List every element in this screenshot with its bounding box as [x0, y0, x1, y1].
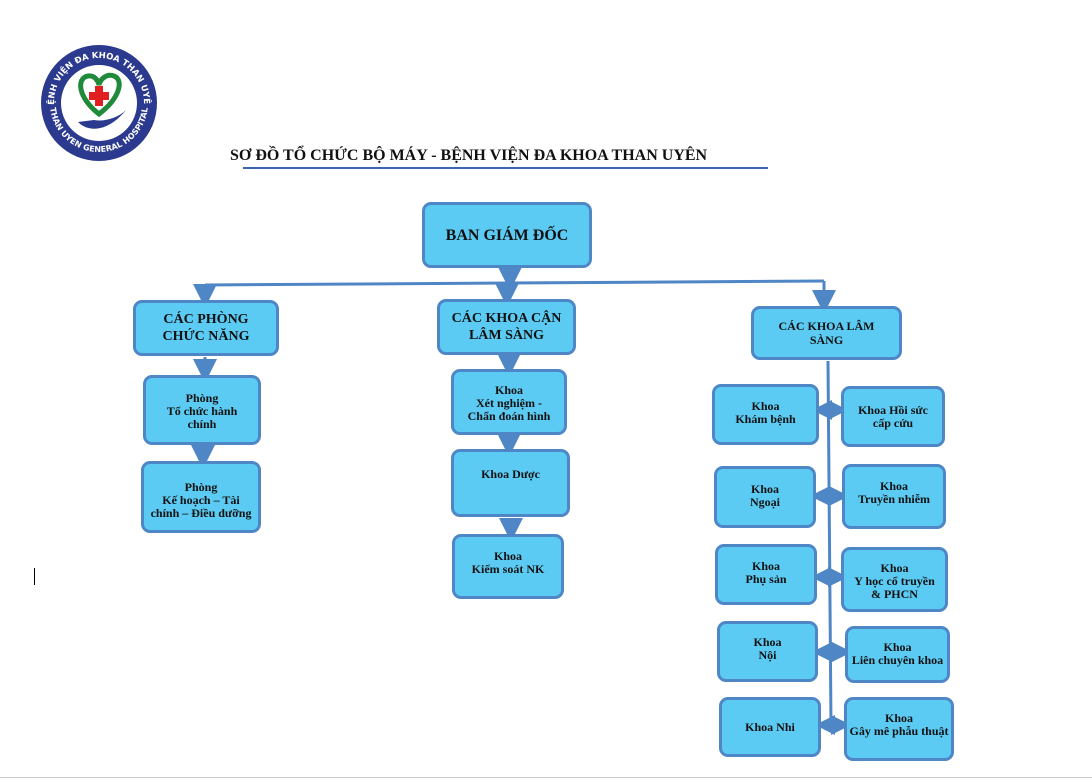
- node-phong-tchc: Phòng Tổ chức hành chính: [143, 375, 261, 445]
- page-divider: [0, 777, 1092, 778]
- node-cac-khoa-can-lam-sang: CÁC KHOA CẬN LÂM SÀNG: [437, 299, 576, 355]
- node-ban-giam-doc: BAN GIÁM ĐỐC: [422, 202, 592, 268]
- node-khoa-hoi-suc-cap-cuu: Khoa Hồi sức cấp cứu: [841, 386, 945, 447]
- node-khoa-noi: Khoa Nội: [717, 621, 818, 682]
- node-khoa-ksnk: Khoa Kiểm soát NK: [452, 534, 564, 599]
- node-khoa-truyen-nhiem: Khoa Truyền nhiễm: [842, 464, 946, 529]
- node-cac-phong-chuc-nang: CÁC PHÒNG CHỨC NĂNG: [133, 300, 279, 356]
- node-khoa-phu-san: Khoa Phụ sản: [715, 544, 817, 605]
- text-cursor: [34, 568, 35, 585]
- node-khoa-xet-nghiem: Khoa Xét nghiệm - Chẩn đoán hình: [451, 369, 567, 435]
- node-khoa-kham-benh: Khoa Khám bệnh: [712, 384, 819, 445]
- node-khoa-lien-chuyen-khoa: Khoa Liên chuyên khoa: [845, 626, 950, 683]
- node-khoa-yhct-phcn: Khoa Y học cổ truyền & PHCN: [841, 547, 948, 612]
- node-khoa-gay-me-phau-thuat: Khoa Gây mê phẫu thuật: [844, 697, 954, 761]
- node-khoa-ngoai: Khoa Ngoại: [714, 466, 816, 528]
- hospital-logo: BỆNH VIỆN ĐA KHOA THAN UYÊN THAN UYEN GE…: [38, 42, 157, 161]
- node-cac-khoa-lam-sang: CÁC KHOA LÂM SÀNG: [751, 306, 902, 360]
- page-title: SƠ ĐỒ TỔ CHỨC BỘ MÁY - BỆNH VIỆN ĐA KHOA…: [230, 147, 708, 164]
- node-khoa-nhi: Khoa Nhi: [719, 697, 821, 757]
- node-khoa-duoc: Khoa Dược: [451, 449, 570, 517]
- node-phong-kh-tc-dd: Phòng Kế hoạch – Tài chính – Điều dưỡng: [141, 461, 261, 533]
